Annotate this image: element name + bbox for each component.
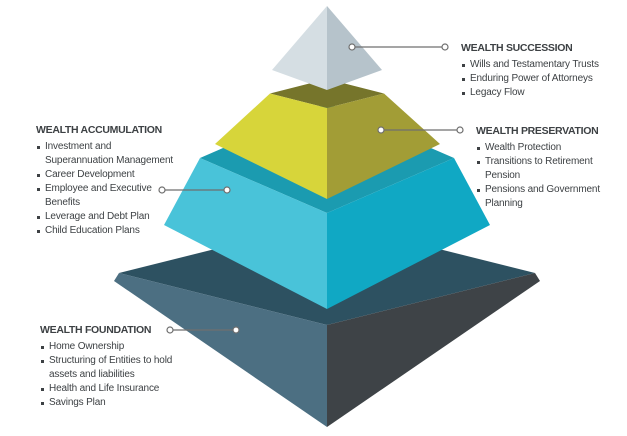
bullet-item: Home Ownership [40, 340, 192, 354]
bullet-item: Pensions and Government Planning [476, 183, 611, 211]
foundation-right-face [327, 273, 540, 427]
foundation-heading: WEALTH FOUNDATION [40, 324, 152, 336]
bullet-item: Structuring of Entities to hold assets a… [40, 354, 192, 382]
bullet-item: Wealth Protection [476, 141, 611, 155]
accumulation-heading: WEALTH ACCUMULATION [36, 124, 162, 136]
connectors [158, 43, 464, 334]
preservation-heading: WEALTH PRESERVATION [476, 125, 599, 137]
bullet-item: Legacy Flow [461, 86, 621, 100]
foundation-connector-dot-label [166, 326, 174, 334]
bullet-item: Transitions to Retirement Pension [476, 155, 611, 183]
foundation-section: WEALTH FOUNDATION Home Ownership Structu… [40, 323, 192, 410]
bullet-item: Enduring Power of Attorneys [461, 72, 621, 86]
preservation-connector-dot-pyramid [377, 126, 385, 134]
preservation-list: Wealth Protection Transitions to Retirem… [476, 141, 611, 211]
succession-left-face [272, 6, 327, 90]
succession-list: Wills and Testamentary Trusts Enduring P… [461, 58, 621, 100]
preservation-tier [215, 79, 440, 199]
succession-section: WEALTH SUCCESSION Wills and Testamentary… [461, 41, 621, 100]
bullet-item: Investment and Superannuation Management [36, 140, 176, 168]
accumulation-list: Investment and Superannuation Management… [36, 140, 176, 238]
bullet-item: Wills and Testamentary Trusts [461, 58, 621, 72]
bullet-item: Savings Plan [40, 396, 192, 410]
bullet-item: Child Education Plans [36, 224, 176, 238]
succession-connector-dot-label [441, 43, 449, 51]
foundation-connector-dot-pyramid [232, 326, 240, 334]
foundation-left-face [114, 273, 327, 427]
accumulation-connector-dot-pyramid [223, 186, 231, 194]
bullet-item: Leverage and Debt Plan [36, 210, 176, 224]
succession-connector-dot-pyramid [348, 43, 356, 51]
bullet-item: Career Development [36, 168, 176, 182]
bullet-item: Employee and Executive Benefits [36, 182, 176, 210]
accumulation-right-face [327, 158, 490, 309]
foundation-list: Home Ownership Structuring of Entities t… [40, 340, 192, 410]
preservation-left-face [215, 93, 327, 199]
accumulation-section: WEALTH ACCUMULATION Investment and Super… [36, 123, 176, 238]
bullet-item: Health and Life Insurance [40, 382, 192, 396]
preservation-section: WEALTH PRESERVATION Wealth Protection Tr… [476, 124, 611, 211]
succession-tier [272, 6, 382, 90]
preservation-right-face [327, 93, 440, 199]
accumulation-left-face [164, 158, 327, 309]
succession-heading: WEALTH SUCCESSION [461, 42, 573, 54]
accumulation-connector-dot-label [158, 186, 166, 194]
preservation-connector-dot-label [456, 126, 464, 134]
